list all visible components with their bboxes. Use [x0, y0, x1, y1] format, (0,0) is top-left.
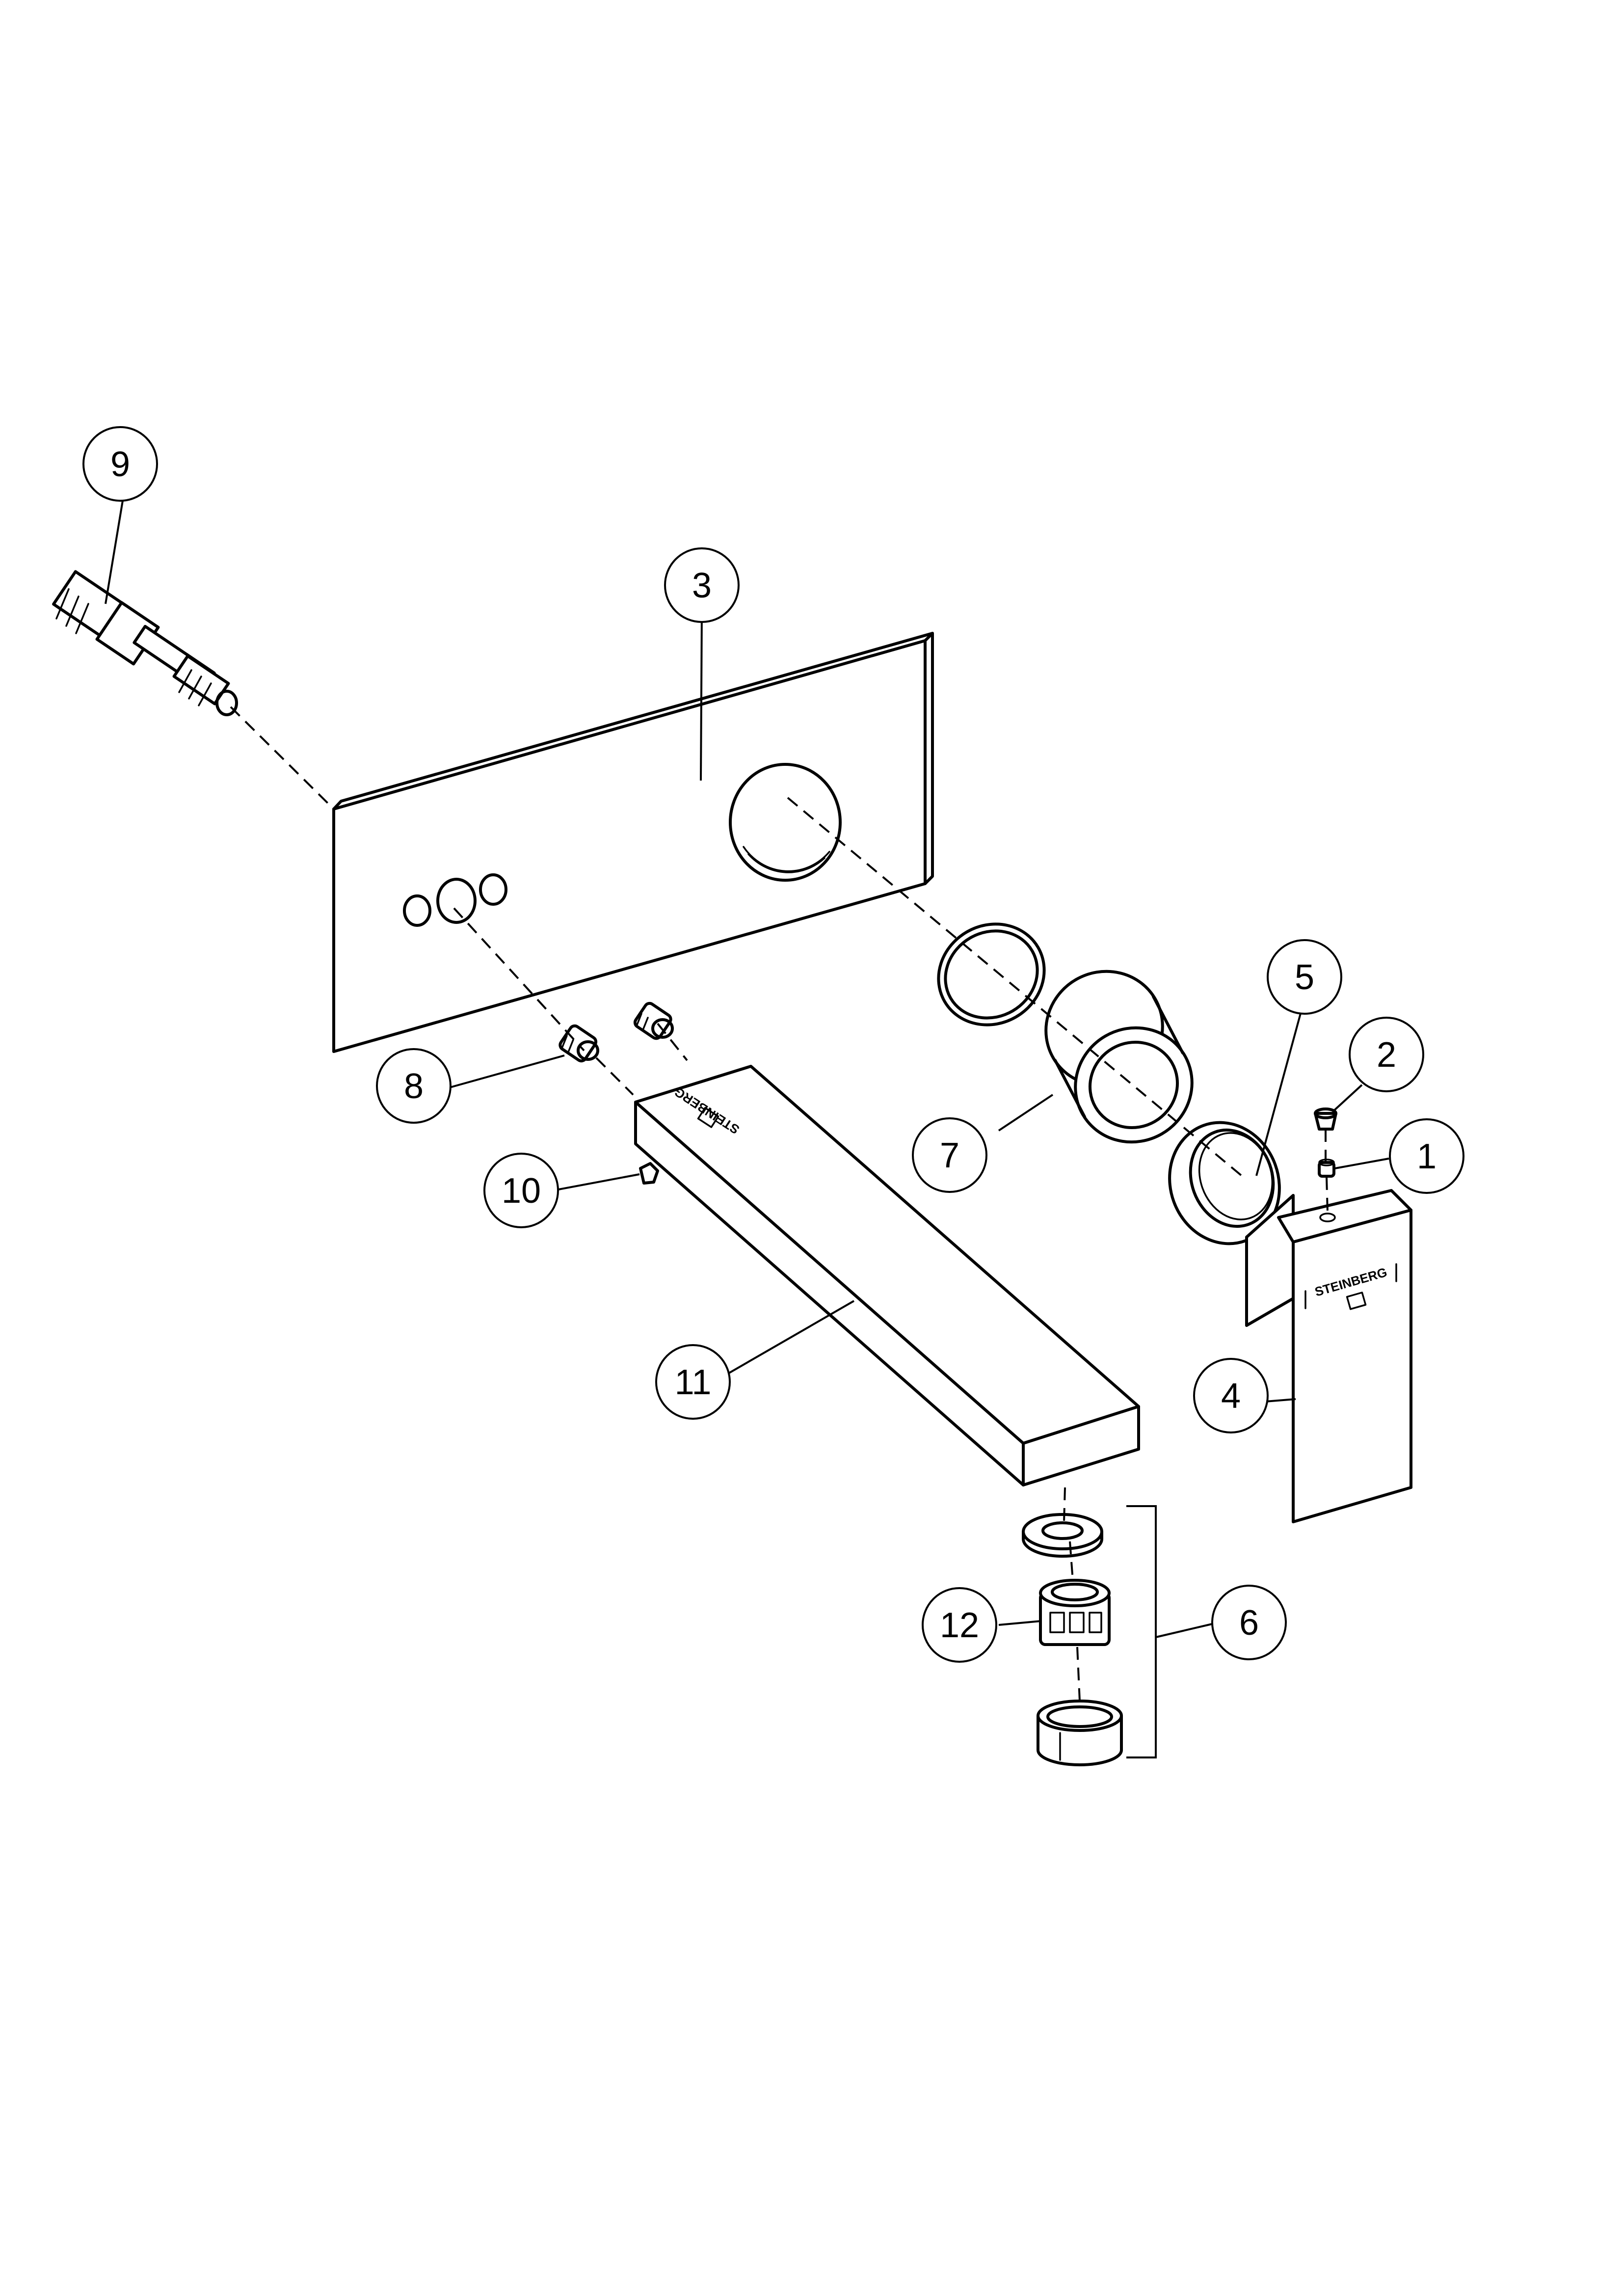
- seal-ring: [937, 922, 1046, 1026]
- cover-plate: [332, 632, 934, 1053]
- callout-1: 1: [1389, 1118, 1464, 1194]
- callout-2-label: 2: [1377, 1035, 1396, 1075]
- callout-5: 5: [1267, 939, 1342, 1015]
- callout-3: 3: [664, 547, 740, 623]
- callout-11-label: 11: [675, 1363, 712, 1402]
- callout-12: 12: [922, 1587, 997, 1663]
- callout-9-label: 9: [110, 445, 130, 484]
- spout: STEINBERG: [634, 1065, 1140, 1486]
- callout-2: 2: [1349, 1017, 1424, 1092]
- callout-10-label: 10: [502, 1171, 541, 1211]
- callout-7: 7: [912, 1117, 987, 1193]
- callout-9: 9: [82, 426, 158, 502]
- lever-handle: STEINBERG: [1245, 1189, 1412, 1523]
- aerator-housing: [1037, 1700, 1123, 1766]
- sleeve: [1044, 970, 1194, 1144]
- callout-1-label: 1: [1417, 1137, 1437, 1176]
- threaded-connector-right: [633, 1001, 674, 1040]
- handle-cap: [1314, 1107, 1337, 1131]
- aerator-assembly: [1022, 1513, 1123, 1766]
- callout-11: 11: [655, 1344, 731, 1420]
- callout-8: 8: [376, 1048, 452, 1124]
- callout-6-label: 6: [1239, 1603, 1259, 1643]
- aerator-washer: [1022, 1513, 1103, 1558]
- cartridge-valve: [52, 570, 238, 716]
- callout-7-label: 7: [940, 1136, 959, 1175]
- callout-6: 6: [1211, 1585, 1287, 1660]
- grub-screw: [639, 1162, 659, 1185]
- callout-12-label: 12: [940, 1606, 979, 1645]
- callout-4: 4: [1193, 1358, 1269, 1433]
- callout-5-label: 5: [1295, 958, 1314, 997]
- aerator-insert: [1039, 1579, 1111, 1646]
- callout-10: 10: [483, 1153, 559, 1228]
- threaded-connector-left: [559, 1024, 599, 1063]
- assembly-axes: [230, 706, 1329, 1702]
- leader-lines: [105, 500, 1389, 1638]
- callout-8-label: 8: [404, 1067, 424, 1106]
- callout-3-label: 3: [692, 566, 712, 605]
- callout-4-label: 4: [1221, 1377, 1241, 1416]
- threaded-connectors: [559, 1001, 674, 1063]
- aerator-bracket: [1126, 1505, 1157, 1758]
